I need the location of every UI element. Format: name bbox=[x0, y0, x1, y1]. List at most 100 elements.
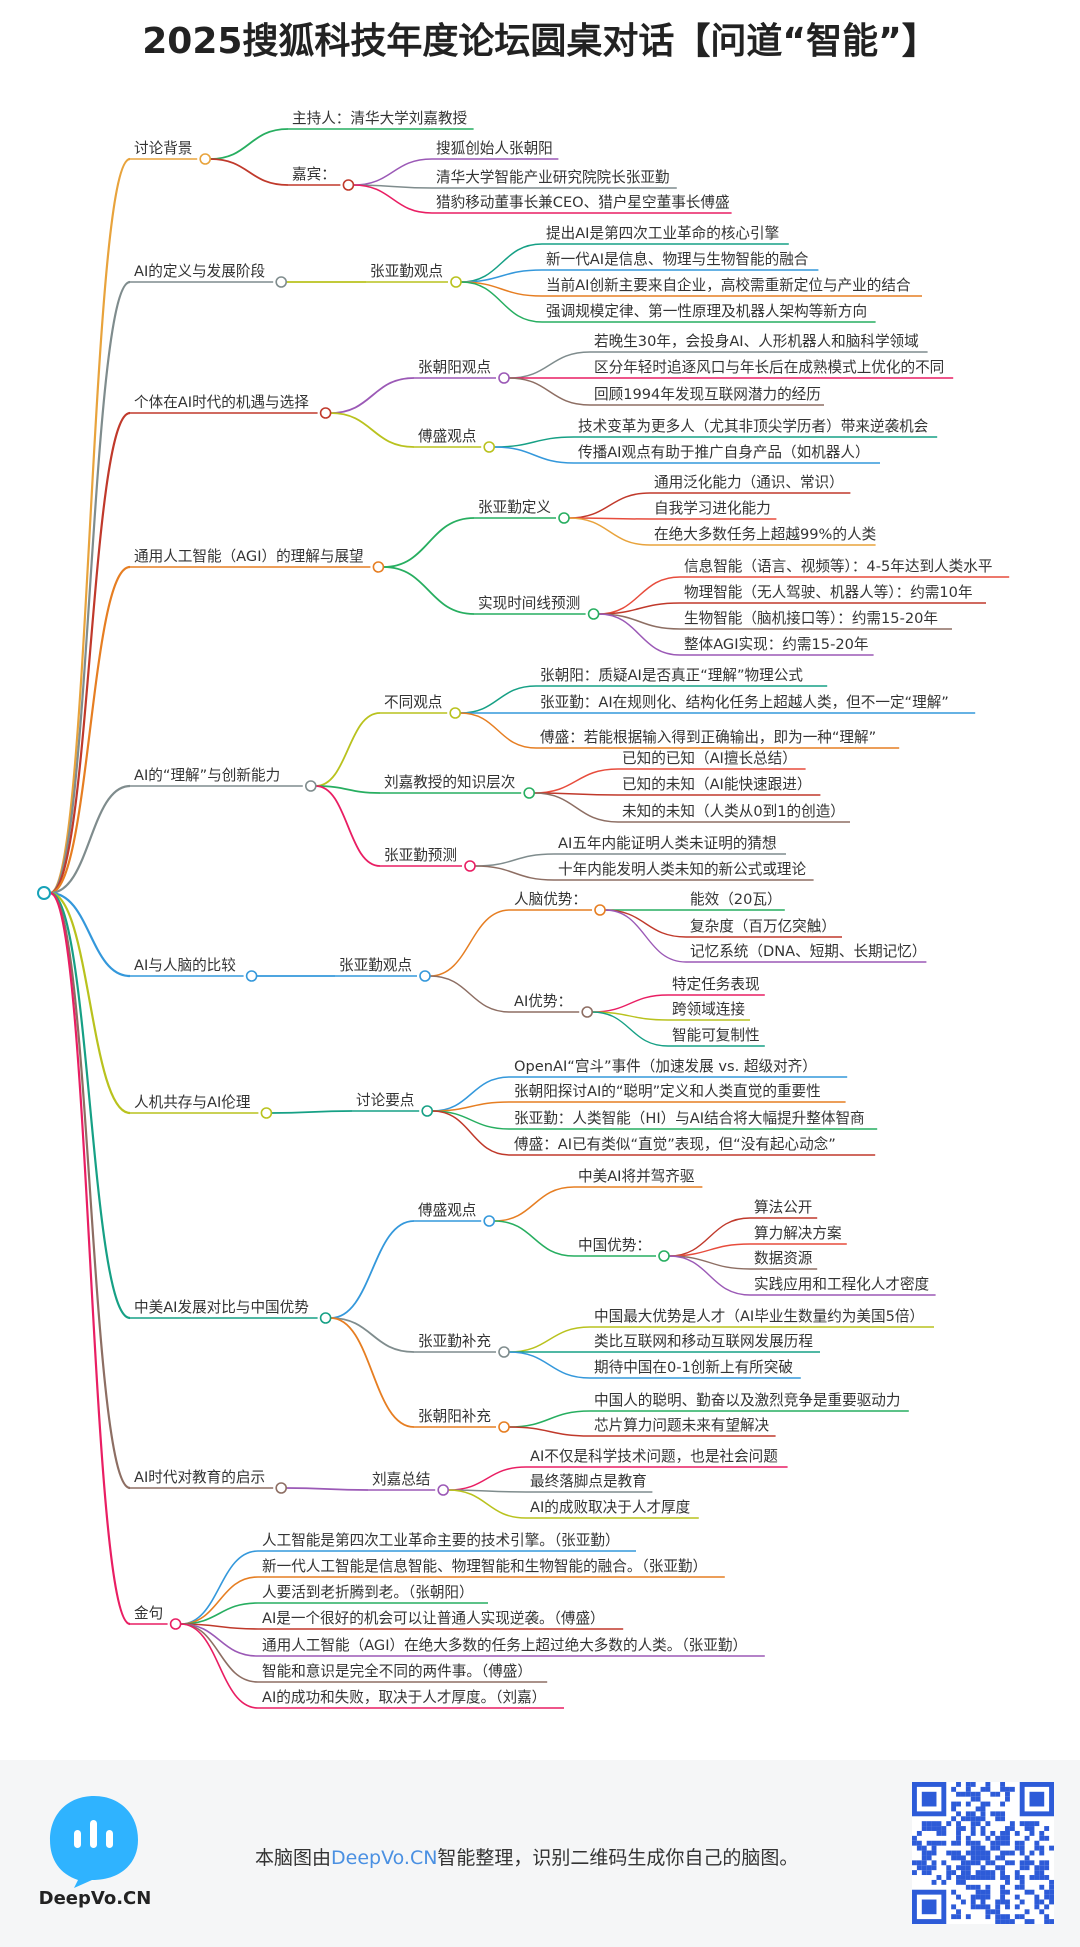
connector-line bbox=[668, 1217, 751, 1257]
quote-label: 智能和意识是完全不同的两件事。（傅盛） bbox=[262, 1662, 532, 1680]
detail-label: 跨领域连接 bbox=[672, 1001, 745, 1018]
connector-layer bbox=[49, 128, 1010, 1709]
quote-label: 人要活到老折腾到老。（张朝阳） bbox=[262, 1584, 474, 1601]
branch-label: 讨论背景 bbox=[134, 140, 192, 157]
subtopic-label: 傅盛观点 bbox=[418, 428, 476, 445]
connector-line bbox=[315, 785, 381, 794]
connector-line bbox=[315, 712, 381, 787]
connector-line bbox=[210, 128, 289, 160]
node-collapse-dot[interactable] bbox=[199, 153, 211, 165]
node-collapse-dot[interactable] bbox=[498, 1421, 510, 1433]
subtopic-label: 傅盛观点 bbox=[418, 1202, 476, 1219]
connector-line bbox=[286, 1487, 369, 1491]
point-label: 信息智能（语言、视频等）：4-5年达到人类水平 bbox=[684, 557, 992, 575]
connector-line bbox=[49, 891, 131, 1626]
connector-line bbox=[494, 1186, 575, 1222]
node-collapse-dot[interactable] bbox=[498, 372, 510, 384]
node-collapse-dot[interactable] bbox=[169, 1618, 182, 1630]
detail-label: 算法公开 bbox=[754, 1199, 812, 1216]
point-label: AI优势： bbox=[514, 993, 572, 1010]
node-collapse-dot[interactable] bbox=[587, 608, 600, 620]
point-label: 搜狐创始人张朝阳 bbox=[436, 140, 553, 157]
node-collapse-dot[interactable] bbox=[419, 970, 431, 982]
qr-code-icon bbox=[912, 1782, 1054, 1924]
connector-line bbox=[598, 576, 681, 615]
node-collapse-dot[interactable] bbox=[275, 276, 288, 288]
branch-label: 中美AI发展对比与中国优势 bbox=[134, 1299, 309, 1316]
connector-line bbox=[49, 411, 131, 895]
connector-line bbox=[330, 1220, 415, 1319]
point-label: 张亚勤：人类智能（HI）与AI结合将大幅提升整体智商 bbox=[514, 1109, 865, 1127]
node-collapse-dot[interactable] bbox=[450, 276, 462, 288]
connector-line bbox=[49, 280, 131, 895]
quote-label: AI是一个很好的机会可以让普通人实现逆袭。（傅盛） bbox=[262, 1610, 605, 1627]
node-collapse-dot[interactable] bbox=[319, 1312, 332, 1324]
subtopic-label: 刘嘉教授的知识层次 bbox=[384, 774, 516, 791]
point-label: 未知的未知（人类从0到1的创造） bbox=[622, 803, 845, 820]
node-layer: 讨论背景主持人：清华大学刘嘉教授嘉宾：搜狐创始人张朝阳清华大学智能产业研究院院长… bbox=[37, 110, 992, 1706]
node-collapse-dot[interactable] bbox=[319, 407, 332, 419]
node-collapse-dot[interactable] bbox=[260, 1107, 273, 1119]
connector-line bbox=[330, 1317, 415, 1353]
brand-name: DeepVo.CN bbox=[38, 1888, 152, 1909]
connector-line bbox=[668, 1255, 751, 1296]
point-label: 最终落脚点是教育 bbox=[530, 1473, 647, 1490]
subtopic-label: 主持人：清华大学刘嘉教授 bbox=[292, 110, 468, 127]
connector-line bbox=[429, 909, 511, 977]
point-label: 区分年轻时追逐风口与年长后在成熟模式上优化的不同 bbox=[594, 359, 944, 376]
connector-line bbox=[460, 281, 543, 323]
connector-line bbox=[353, 184, 433, 214]
quote-label: 通用人工智能（AGI）在绝大多数的任务上超过绝大多数的人类。（张亚勤） bbox=[262, 1636, 747, 1654]
point-label: 生物智能（脑机接口等）：约需15-20年 bbox=[684, 609, 938, 627]
footer-link[interactable]: DeepVo.CN bbox=[331, 1847, 438, 1869]
point-label: 芯片算力问题未来有望解决 bbox=[594, 1417, 770, 1434]
branch-label: AI的定义与发展阶段 bbox=[134, 263, 265, 280]
point-label: 傅盛：AI已有类似“直觉”表现，但“没有起心动念” bbox=[514, 1135, 836, 1153]
footer bbox=[0, 1760, 1080, 1947]
point-label: OpenAI“宫斗”事件（加速发展 vs. 超级对齐） bbox=[514, 1058, 817, 1075]
connector-line bbox=[271, 1110, 353, 1114]
node-collapse-dot[interactable] bbox=[523, 787, 536, 799]
node-collapse-dot[interactable] bbox=[594, 904, 606, 916]
connector-line bbox=[474, 865, 555, 881]
point-label: 提出AI是第四次工业革命的核心引擎 bbox=[546, 224, 779, 242]
node-collapse-dot[interactable] bbox=[581, 1006, 594, 1018]
point-label: 傅盛：若能根据输入得到正确输出，即为一种“理解” bbox=[540, 729, 876, 746]
node-collapse-dot[interactable] bbox=[304, 780, 317, 792]
connector-line bbox=[534, 792, 619, 796]
point-label: 张朝阳探讨AI的“聪明”定义和人类直觉的重要性 bbox=[514, 1083, 821, 1100]
detail-label: 实践应用和工程化人才密度 bbox=[754, 1275, 930, 1293]
subtopic-label: 刘嘉总结 bbox=[372, 1471, 430, 1488]
point-label: 中国人的聪明、勤奋以及激烈竞争是重要驱动力 bbox=[594, 1391, 900, 1409]
subtopic-label: 张亚勤补充 bbox=[418, 1333, 491, 1350]
branch-label: 个体在AI时代的机遇与选择 bbox=[134, 394, 309, 411]
mindmap: 讨论背景主持人：清华大学刘嘉教授嘉宾：搜狐创始人张朝阳清华大学智能产业研究院院长… bbox=[37, 110, 1010, 1709]
node-collapse-dot[interactable] bbox=[498, 1346, 510, 1358]
node-collapse-dot[interactable] bbox=[372, 561, 385, 573]
node-collapse-dot[interactable] bbox=[421, 1105, 434, 1117]
node-collapse-dot[interactable] bbox=[483, 1215, 496, 1227]
quote-label: AI的成功和失败，取决于人才厚度。（刘嘉） bbox=[262, 1689, 546, 1706]
node-collapse-dot[interactable] bbox=[658, 1250, 670, 1262]
node-collapse-dot[interactable] bbox=[275, 1482, 288, 1494]
branch-label: 人机共存与AI伦理 bbox=[134, 1094, 251, 1111]
footer-text-after: 智能整理，识别二维码生成你自己的脑图。 bbox=[437, 1847, 799, 1869]
connector-line bbox=[508, 1326, 591, 1353]
connector-line bbox=[49, 891, 131, 1490]
subtopic-label: 张亚勤预测 bbox=[384, 847, 457, 864]
point-label: 通用泛化能力（通识、常识） bbox=[654, 474, 844, 491]
point-label: AI五年内能证明人类未证明的猜想 bbox=[558, 835, 777, 852]
root-node[interactable] bbox=[37, 886, 51, 900]
node-collapse-dot[interactable] bbox=[464, 860, 476, 872]
node-collapse-dot[interactable] bbox=[558, 512, 570, 524]
point-label: 当前AI创新主要来自企业，高校需重新定位与产业的结合 bbox=[546, 276, 911, 294]
subtopic-label: 不同观点 bbox=[384, 694, 442, 711]
node-collapse-dot[interactable] bbox=[245, 970, 258, 982]
node-collapse-dot[interactable] bbox=[449, 707, 462, 719]
node-collapse-dot[interactable] bbox=[483, 441, 496, 453]
connector-line bbox=[508, 351, 591, 379]
connector-line bbox=[448, 1466, 527, 1491]
point-label: 十年内能发明人类未知的新公式或理论 bbox=[558, 861, 807, 878]
node-collapse-dot[interactable] bbox=[342, 179, 355, 191]
node-collapse-dot[interactable] bbox=[437, 1484, 450, 1496]
